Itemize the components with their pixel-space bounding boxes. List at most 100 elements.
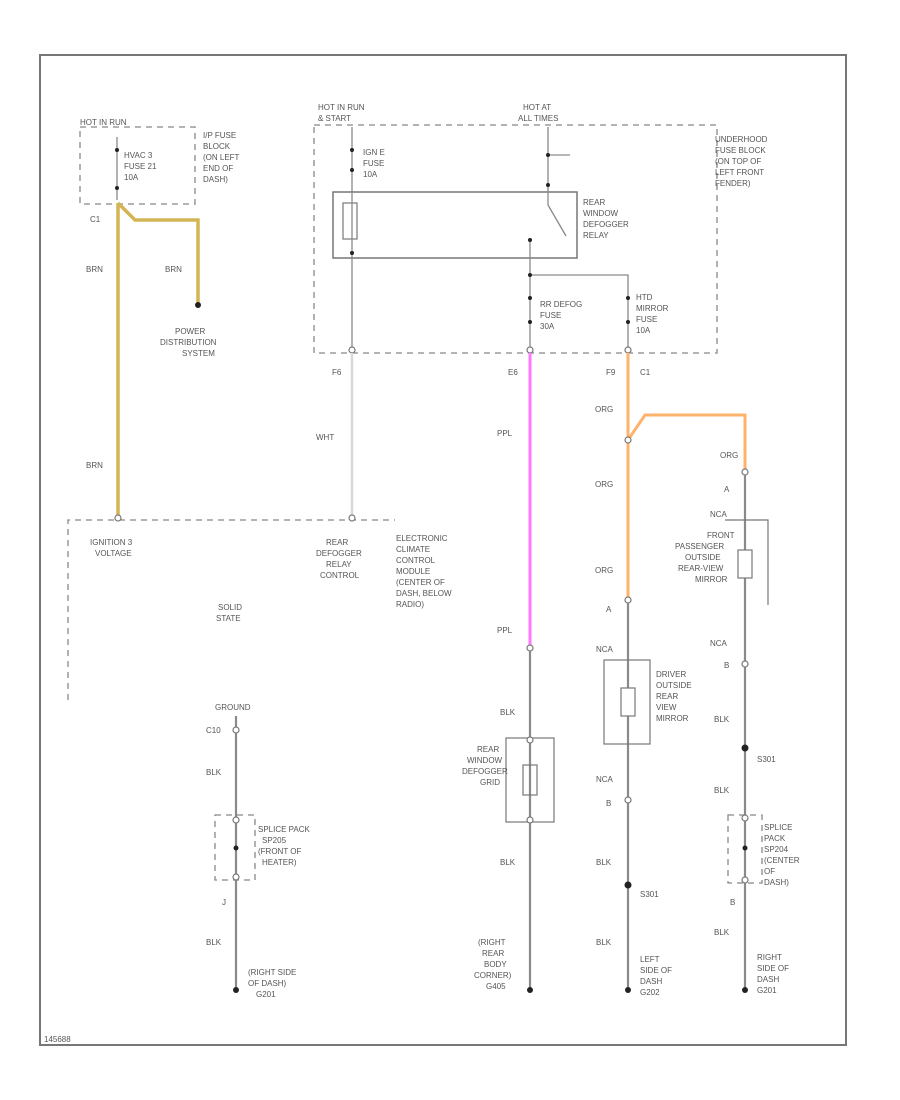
svg-text:DEFOGGER: DEFOGGER <box>316 549 362 558</box>
driver-mirror-pin-a-label: A <box>606 605 612 614</box>
htd-mirror-fuse-node <box>626 296 630 300</box>
blk-label-3: BLK <box>500 708 516 717</box>
svg-text:(RIGHT SIDE: (RIGHT SIDE <box>248 968 296 977</box>
svg-text:DISTRIBUTION: DISTRIBUTION <box>160 338 217 347</box>
svg-text:RADIO): RADIO) <box>396 600 424 609</box>
svg-text:SIDE OF: SIDE OF <box>640 966 672 975</box>
brn-label-3: BRN <box>86 461 103 470</box>
svg-text:LEFT: LEFT <box>640 955 660 964</box>
svg-text:CONTROL: CONTROL <box>320 571 360 580</box>
passenger-mirror-pin-b <box>741 660 749 668</box>
rear-defogger-relay-control-label: REAR DEFOGGER RELAY CONTROL <box>316 538 362 580</box>
svg-text:DEFOGGER: DEFOGGER <box>462 767 508 776</box>
relay-output-node <box>528 273 532 277</box>
svg-text:G202: G202 <box>640 988 660 997</box>
svg-text:(CENTER OF: (CENTER OF <box>396 578 445 587</box>
svg-text:FUSE: FUSE <box>540 311 561 320</box>
pin-b-lower-label: B <box>730 898 735 907</box>
figure-id: 145688 <box>44 1035 71 1044</box>
driver-mirror-label: DRIVER OUTSIDE REAR VIEW MIRROR <box>656 670 692 723</box>
svg-text:(ON LEFT: (ON LEFT <box>203 153 240 162</box>
s301-label-right: S301 <box>757 755 776 764</box>
connector-f9-pin <box>624 346 632 354</box>
svg-text:FUSE 21: FUSE 21 <box>124 162 157 171</box>
svg-text:10A: 10A <box>363 170 378 179</box>
svg-text:REAR: REAR <box>326 538 348 547</box>
svg-text:VIEW: VIEW <box>656 703 677 712</box>
blk-label-9: BLK <box>714 928 730 937</box>
f6-label: F6 <box>332 368 342 377</box>
svg-text:FUSE: FUSE <box>636 315 657 324</box>
hot-all-times-node <box>546 153 550 157</box>
blk-label-1: BLK <box>206 768 222 777</box>
blk-label-7: BLK <box>714 715 730 724</box>
brn-label-1: BRN <box>86 265 103 274</box>
s301-right-node <box>741 744 749 752</box>
c10-label: C10 <box>206 726 221 735</box>
svg-text:POWER: POWER <box>175 327 205 336</box>
splice-left-pin <box>232 816 240 824</box>
svg-text:LEFT FRONT: LEFT FRONT <box>715 168 764 177</box>
svg-text:RR DEFOG: RR DEFOG <box>540 300 582 309</box>
svg-text:MIRROR: MIRROR <box>695 575 728 584</box>
rr-defog-fuse-node <box>528 320 532 324</box>
svg-text:G201: G201 <box>256 990 276 999</box>
svg-text:GRID: GRID <box>480 778 500 787</box>
underhood-fuse-block-label: UNDERHOOD FUSE BLOCK (ON TOP OF LEFT FRO… <box>715 135 768 188</box>
blk-label-4: BLK <box>500 858 516 867</box>
underhood-fuse-block-outline <box>313 124 718 354</box>
pin-j-label: J <box>222 898 226 907</box>
ign-e-node <box>350 168 354 172</box>
svg-text:HOT AT: HOT AT <box>523 103 551 112</box>
svg-text:OUTSIDE: OUTSIDE <box>656 681 692 690</box>
connector-f6-pin <box>348 346 356 354</box>
solid-state-label: SOLID STATE <box>216 603 242 623</box>
ignition-voltage-label: IGNITION 3 VOLTAGE <box>90 538 133 558</box>
relay-switch-contact <box>547 204 567 237</box>
driver-mirror-box <box>603 659 651 745</box>
splice-left-pin <box>232 873 240 881</box>
svg-text:HOT IN RUN: HOT IN RUN <box>318 103 365 112</box>
blk-label-5: BLK <box>596 858 612 867</box>
nca-label-2: NCA <box>596 775 614 784</box>
rr-defog-fuse-label: RR DEFOG FUSE 30A <box>540 300 582 331</box>
svg-text:END OF: END OF <box>203 164 233 173</box>
org-label-2: ORG <box>595 480 613 489</box>
org-splice-pin <box>624 436 632 444</box>
ip-fuse-block-label: I/P FUSE BLOCK (ON LEFT END OF DASH) <box>203 131 240 184</box>
htd-mirror-feed <box>530 274 629 350</box>
s301-label-left: S301 <box>640 890 659 899</box>
svg-text:& START: & START <box>318 114 351 123</box>
svg-text:SIDE OF: SIDE OF <box>757 964 789 973</box>
wht-label: WHT <box>316 433 334 442</box>
svg-text:G405: G405 <box>486 982 506 991</box>
svg-text:ALL TIMES: ALL TIMES <box>518 114 558 123</box>
svg-text:UNDERHOOD: UNDERHOOD <box>715 135 768 144</box>
driver-mirror-element <box>620 687 636 717</box>
svg-text:HTD: HTD <box>636 293 653 302</box>
grid-pin-top <box>526 736 534 744</box>
svg-text:(ON TOP OF: (ON TOP OF <box>715 157 761 166</box>
hot-all-times-label: HOT AT ALL TIMES <box>518 103 558 123</box>
hvac-fuse-label: HVAC 3 FUSE 21 10A <box>124 151 157 182</box>
rear-window-defogger-grid-label: REAR WINDOW DEFOGGER GRID <box>462 745 508 787</box>
svg-text:(RIGHT: (RIGHT <box>478 938 506 947</box>
svg-text:DEFOGGER: DEFOGGER <box>583 220 629 229</box>
splice-right-node <box>742 845 748 851</box>
ground-g201-right-terminal <box>742 987 748 993</box>
org-wire-passenger <box>626 413 747 470</box>
ground-g405-label: (RIGHT REAR BODY CORNER) G405 <box>474 938 512 991</box>
svg-text:STATE: STATE <box>216 614 241 623</box>
power-distribution-label: POWER DISTRIBUTION SYSTEM <box>160 327 217 358</box>
svg-text:10A: 10A <box>124 173 139 182</box>
relay-output-node <box>528 238 532 242</box>
ground-g201-left-terminal <box>233 987 239 993</box>
svg-text:RELAY: RELAY <box>326 560 352 569</box>
driver-mirror-pin-b-label: B <box>606 799 611 808</box>
front-passenger-mirror-label: FRONT PASSENGER OUTSIDE REAR-VIEW MIRROR <box>675 531 735 584</box>
svg-text:REAR: REAR <box>583 198 605 207</box>
ppl-connector-pin <box>526 644 534 652</box>
svg-text:(FRONT OF: (FRONT OF <box>258 847 302 856</box>
blk-label-8: BLK <box>714 786 730 795</box>
